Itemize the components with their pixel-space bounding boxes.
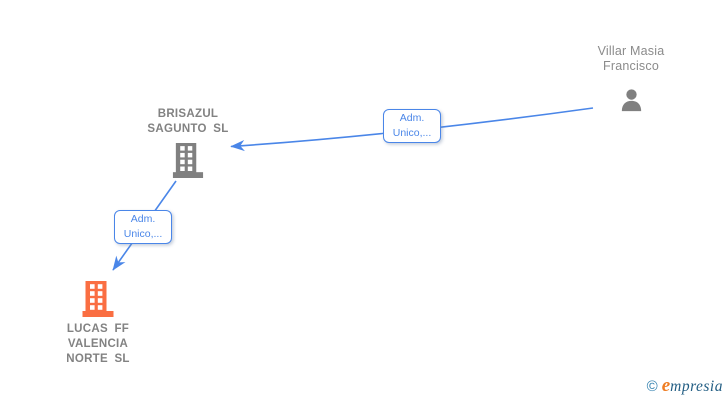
copyright-icon: © <box>646 377 658 395</box>
company-name-line1: BRISAZUL <box>157 108 219 120</box>
empresia-logo[interactable]: © empresia <box>646 375 723 396</box>
company-name: BRISAZUL SAGUNTO SL <box>147 107 228 137</box>
company-name-line2: SAGUNTO SL <box>147 123 229 135</box>
brand-name: empresia <box>661 375 723 396</box>
edge-label-adm-unico-1[interactable]: Adm. Unico,... <box>383 109 441 143</box>
node-brisazul-sagunto-sl[interactable]: BRISAZUL SAGUNTO SL <box>138 107 238 178</box>
person-name-line1: Villar Masia <box>597 44 665 58</box>
node-lucas-ff-valencia-norte-sl[interactable]: LUCAS FF VALENCIA NORTE SL <box>48 281 148 367</box>
building-icon <box>82 281 114 317</box>
edge-label-line2: Unico,... <box>392 127 432 139</box>
company-name-line3: NORTE SL <box>66 353 130 365</box>
company-name-line1: LUCAS FF <box>66 323 130 335</box>
person-name-line2: Francisco <box>603 59 659 73</box>
edge-label-line1: Adm. <box>399 112 425 124</box>
edge-label-adm-unico-2[interactable]: Adm. Unico,... <box>114 210 172 244</box>
brand-rest: mpresia <box>670 378 723 395</box>
edge-label-line1: Adm. <box>130 213 156 225</box>
company-name: LUCAS FF VALENCIA NORTE SL <box>66 322 130 367</box>
brand-initial: e <box>661 375 671 396</box>
company-name-line2: VALENCIA <box>67 338 129 350</box>
person-name: Villar Masia Francisco <box>598 44 665 74</box>
person-icon <box>617 88 646 115</box>
building-icon <box>172 143 204 178</box>
node-villar-masia-francisco[interactable]: Villar Masia Francisco <box>573 44 689 115</box>
edge-label-line2: Unico,... <box>123 228 163 240</box>
